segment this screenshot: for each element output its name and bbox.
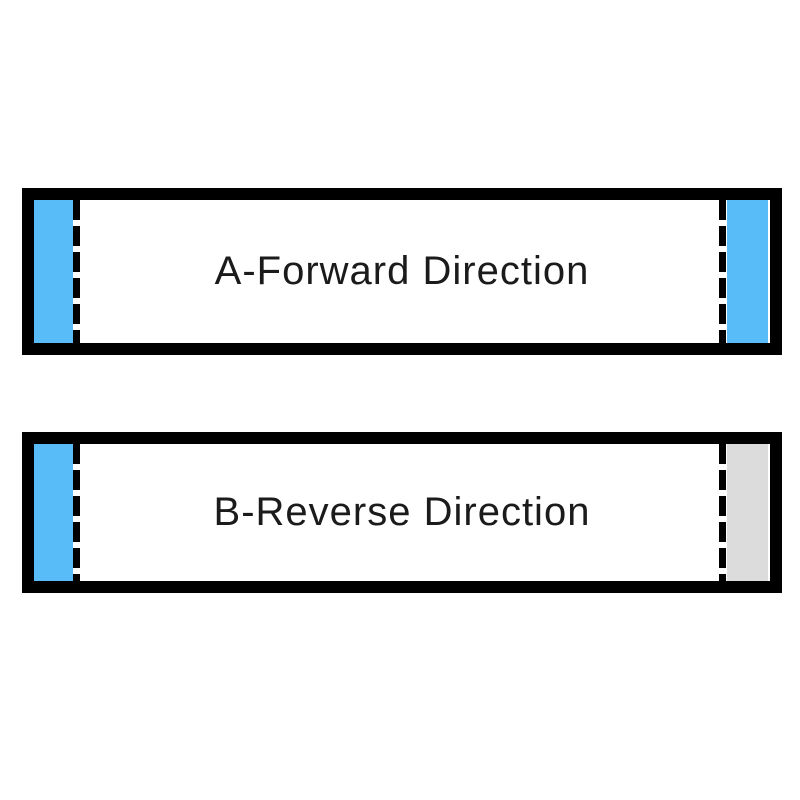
cable-b-right-contact-strip [727, 444, 768, 581]
cable-b-reverse: B-Reverse Direction [22, 432, 782, 593]
cable-a-left-contact-strip [34, 200, 73, 343]
cable-a-right-dashed-line [719, 200, 726, 343]
cable-a-label: A-Forward Direction [214, 249, 590, 293]
cable-a-left-dashed-line [73, 200, 80, 343]
cable-b-right-dashed-line [719, 444, 726, 581]
cable-a-forward: A-Forward Direction [22, 188, 782, 355]
cable-b-left-contact-strip [34, 444, 73, 581]
cable-b-label: B-Reverse Direction [213, 490, 591, 534]
cable-a-right-contact-strip [727, 200, 768, 343]
cable-b-left-dashed-line [73, 444, 80, 581]
